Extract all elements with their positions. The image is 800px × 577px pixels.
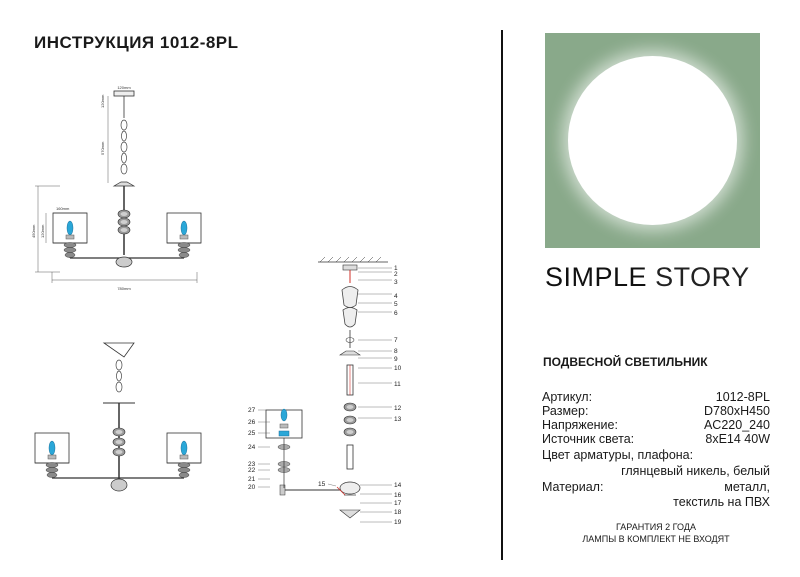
part-number: 26 <box>248 419 256 426</box>
part-number: 12 <box>394 405 402 412</box>
part-number: 22 <box>248 467 256 474</box>
part-number: 13 <box>394 416 402 423</box>
brand-logo-circle <box>568 56 737 225</box>
spec-label: Артикул: <box>542 390 593 404</box>
spec-value: металл, <box>724 480 770 494</box>
part-number: 4 <box>394 293 398 300</box>
part-number: 15 <box>318 481 326 488</box>
brand-word-story: STORY <box>655 262 750 292</box>
part-number: 1 <box>394 265 398 272</box>
product-type: ПОДВЕСНОЙ СВЕТИЛЬНИК <box>543 355 708 369</box>
drawing-exploded-view: 1 2 3 4 5 6 7 8 9 10 11 12 13 14 15 16 1… <box>248 256 402 526</box>
part-number: 8 <box>394 348 398 355</box>
dim-total-width: 780mm <box>117 286 131 291</box>
technical-drawing: 120mm 120mm 570mm 160mm 120mm <box>31 85 402 526</box>
part-number: 3 <box>394 279 398 286</box>
part-number: 27 <box>248 407 256 414</box>
part-number: 23 <box>248 461 256 468</box>
part-number: 9 <box>394 356 398 363</box>
dim-shade-height: 120mm <box>40 224 45 238</box>
lamps-note: ЛАМПЫ В КОМПЛЕКТ НЕ ВХОДЯТ <box>582 534 730 544</box>
spec-value: глянцевый никель, белый <box>621 464 770 478</box>
part-number: 10 <box>394 365 402 372</box>
dim-total-height: 450mm <box>31 224 36 238</box>
spec-label: Напряжение: <box>542 418 618 432</box>
dim-canopy-width: 120mm <box>117 85 131 90</box>
part-number: 6 <box>394 310 398 317</box>
part-number: 16 <box>394 492 402 499</box>
dim-chain: 570mm <box>100 141 105 155</box>
spec-value: AC220_240 <box>703 418 770 432</box>
dim-canopy-height: 120mm <box>100 94 105 108</box>
spec-value: текстиль на ПВХ <box>673 495 770 509</box>
vertical-divider <box>501 30 503 560</box>
part-number: 11 <box>394 381 401 388</box>
document-title: ИНСТРУКЦИЯ 1012-8PL <box>34 33 239 52</box>
drawing-dimensioned: 120mm 120mm 570mm 160mm 120mm <box>31 85 202 291</box>
spec-value: D780xH450 <box>703 404 770 418</box>
dim-shade-width: 160mm <box>56 206 70 211</box>
brand-name: SIMPLE STORY <box>545 262 750 293</box>
part-number: 5 <box>394 301 398 308</box>
part-number: 18 <box>394 509 402 516</box>
spec-label: Размер: <box>542 404 589 418</box>
spec-label: Источник света: <box>542 432 635 446</box>
part-number: 14 <box>394 482 402 489</box>
spec-label: Материал: <box>542 480 604 494</box>
part-number: 25 <box>248 430 256 437</box>
warranty-note: ГАРАНТИЯ 2 ГОДА <box>616 522 696 532</box>
part-number: 21 <box>248 476 256 483</box>
drawing-front-view <box>34 342 202 492</box>
brand-word-simple: SIMPLE <box>545 262 648 292</box>
part-number: 7 <box>394 337 398 344</box>
part-number: 17 <box>394 500 402 507</box>
part-number: 19 <box>394 519 402 526</box>
part-number: 20 <box>248 484 256 491</box>
part-number: 24 <box>248 444 256 451</box>
spec-label: Цвет арматуры, плафона: <box>542 448 694 462</box>
spec-value: 8xE14 40W <box>705 432 770 446</box>
spec-value: 1012-8PL <box>715 390 770 404</box>
part-number: 2 <box>394 271 398 278</box>
